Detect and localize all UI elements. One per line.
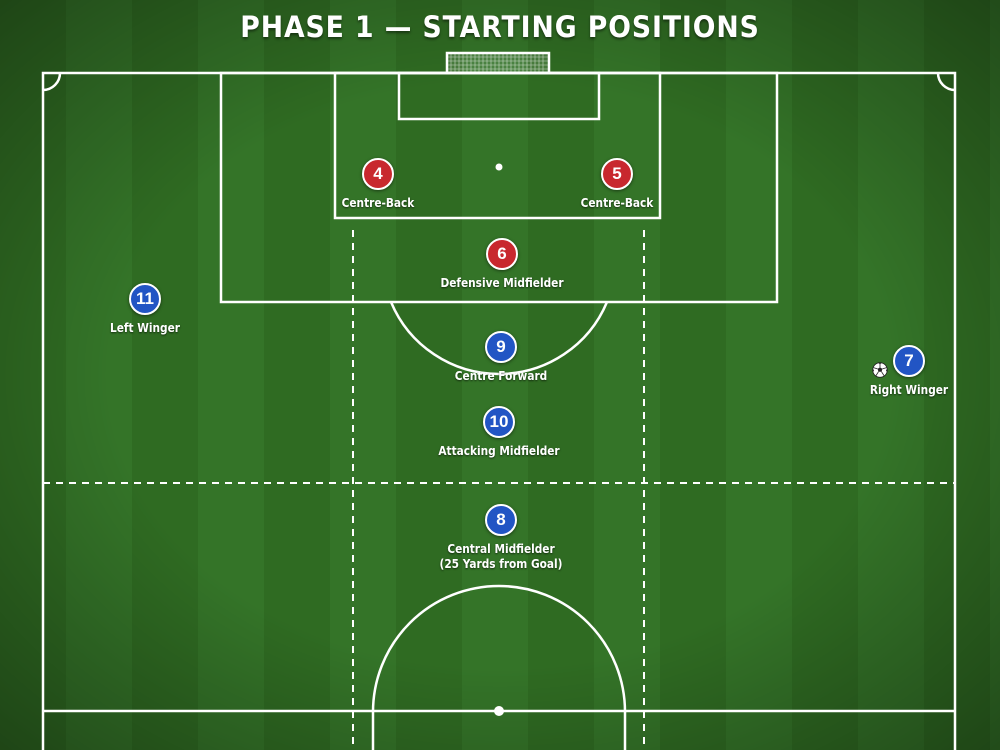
- penalty-arc: [389, 301, 609, 376]
- player-9-centre-forward: 9 Centre Forward: [381, 331, 621, 384]
- player-label: Defensive Midfielder: [440, 276, 564, 290]
- player-label: Right Winger: [869, 383, 949, 397]
- player-label: Central Midfielder (25 Yards from Goal): [395, 542, 606, 572]
- player-8-central-midfielder: 8 Central Midfielder (25 Yards from Goal…: [381, 504, 621, 572]
- player-disc: 11: [129, 283, 161, 315]
- centre-spot: [494, 706, 504, 716]
- player-disc: 6: [486, 238, 518, 270]
- player-disc: 4: [362, 158, 394, 190]
- player-11-left-winger: 11 Left Winger: [25, 283, 265, 336]
- goal: [445, 51, 551, 75]
- player-10-attacking-midfielder: 10 Attacking Midfielder: [379, 406, 619, 459]
- player-5-centre-back-right: 5 Centre-Back: [497, 158, 737, 211]
- corner-arc-right: [936, 72, 956, 92]
- player-disc: 5: [601, 158, 633, 190]
- player-6-defensive-midfielder: 6 Defensive Midfielder: [382, 238, 622, 291]
- player-label: Centre-Back: [341, 196, 415, 210]
- player-label: Centre Forward: [454, 369, 548, 383]
- corner-arc-left: [42, 72, 62, 92]
- player-label-line1: Central Midfielder: [447, 542, 555, 556]
- diagram-title: PHASE 1 — STARTING POSITIONS: [240, 10, 760, 44]
- player-disc: 9: [485, 331, 517, 363]
- player-label: Left Winger: [110, 321, 180, 335]
- soccer-ball-icon: [872, 362, 888, 378]
- centre-circle: [371, 584, 627, 750]
- player-4-centre-back-left: 4 Centre-Back: [258, 158, 498, 211]
- player-disc: 8: [485, 504, 517, 536]
- penalty-spot: [495, 163, 503, 171]
- player-7-right-winger: 7 Right Winger: [789, 345, 1000, 398]
- player-label: Attacking Midfielder: [438, 444, 560, 458]
- goal-mouth-box: [397, 71, 601, 121]
- player-disc: 7: [893, 345, 925, 377]
- player-label-line2: (25 Yards from Goal): [439, 557, 563, 571]
- player-label: Centre-Back: [580, 196, 654, 210]
- player-disc: 10: [483, 406, 515, 438]
